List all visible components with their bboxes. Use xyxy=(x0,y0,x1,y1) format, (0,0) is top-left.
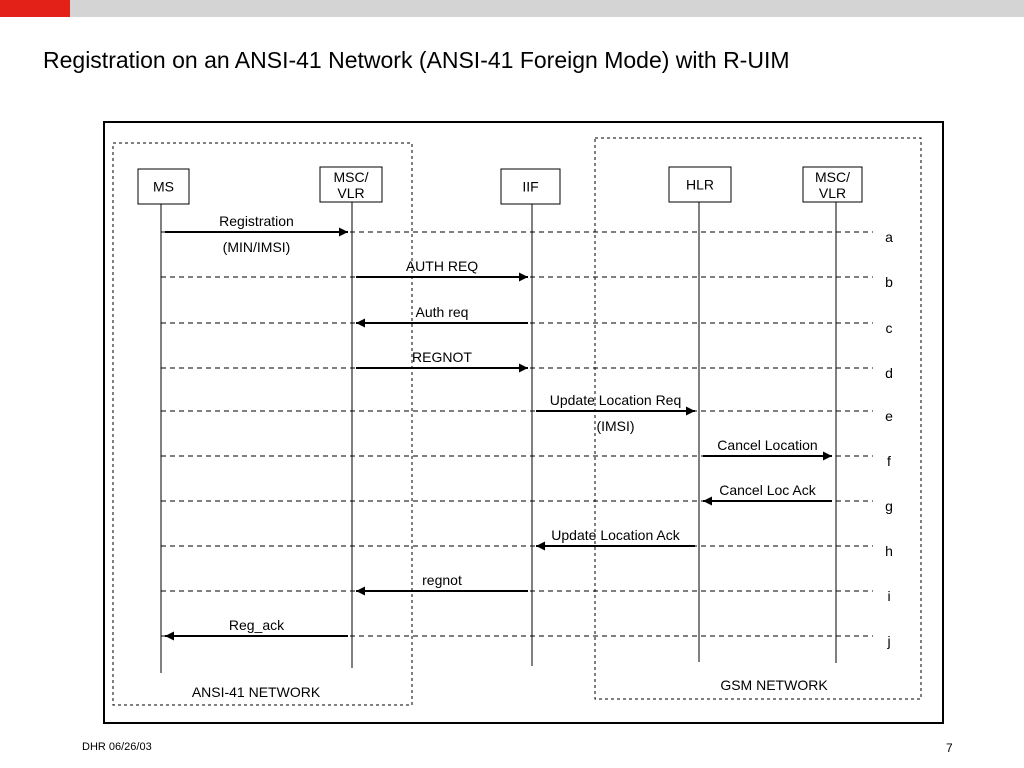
message-label-e: Update Location Req xyxy=(550,392,682,408)
step-letter-h: h xyxy=(885,543,893,559)
entity-box-msc-vlr-ansi xyxy=(319,166,383,203)
message-sublabel-a: (MIN/IMSI) xyxy=(223,239,291,255)
network-label-ansi41: ANSI-41 NETWORK xyxy=(192,684,321,700)
slide-title: Registration on an ANSI-41 Network (ANSI… xyxy=(43,47,790,73)
header-grey-bar xyxy=(70,0,1024,17)
entity-label-msc-vlr-gsm: MSC/ xyxy=(815,169,850,185)
entity-box-msc-vlr-gsm xyxy=(802,166,863,203)
step-letter-d: d xyxy=(885,365,893,381)
header-accent-bar xyxy=(0,0,70,17)
message-label-d: REGNOT xyxy=(412,349,472,365)
step-letter-c: c xyxy=(886,320,893,336)
message-label-a: Registration xyxy=(219,213,294,229)
page-number: 7 xyxy=(946,741,953,755)
entity-label-msc-vlr-gsm: VLR xyxy=(819,185,846,201)
step-letter-b: b xyxy=(885,274,893,290)
step-letter-f: f xyxy=(887,453,891,469)
entity-box-iif xyxy=(500,168,561,205)
step-letter-a: a xyxy=(885,229,893,245)
entity-box-hlr xyxy=(668,166,732,203)
diagram-frame xyxy=(103,121,944,724)
step-letter-i: i xyxy=(887,588,890,604)
footer-date: DHR 06/26/03 xyxy=(82,741,152,753)
step-letter-j: j xyxy=(886,633,890,649)
message-label-c: Auth req xyxy=(416,304,469,320)
message-label-g: Cancel Loc Ack xyxy=(719,482,816,498)
message-label-f: Cancel Location xyxy=(717,437,817,453)
entity-label-msc-vlr-ansi: MSC/ xyxy=(334,169,369,185)
message-label-i: regnot xyxy=(422,572,462,588)
message-label-b: AUTH REQ xyxy=(406,258,478,274)
network-boundary-ansi41 xyxy=(112,142,413,706)
entity-box-ms xyxy=(137,168,190,205)
message-label-j: Reg_ack xyxy=(229,617,285,633)
entity-label-ms: MS xyxy=(153,179,174,195)
entity-label-hlr: HLR xyxy=(686,177,714,193)
step-letter-e: e xyxy=(885,408,893,424)
step-letter-g: g xyxy=(885,498,893,514)
network-label-gsm: GSM NETWORK xyxy=(720,677,828,693)
network-boundary-gsm xyxy=(594,137,922,700)
entity-label-msc-vlr-ansi: VLR xyxy=(337,185,364,201)
entity-label-iif: IIF xyxy=(522,179,538,195)
message-label-h: Update Location Ack xyxy=(551,527,680,543)
message-sublabel-e: (IMSI) xyxy=(596,418,634,434)
